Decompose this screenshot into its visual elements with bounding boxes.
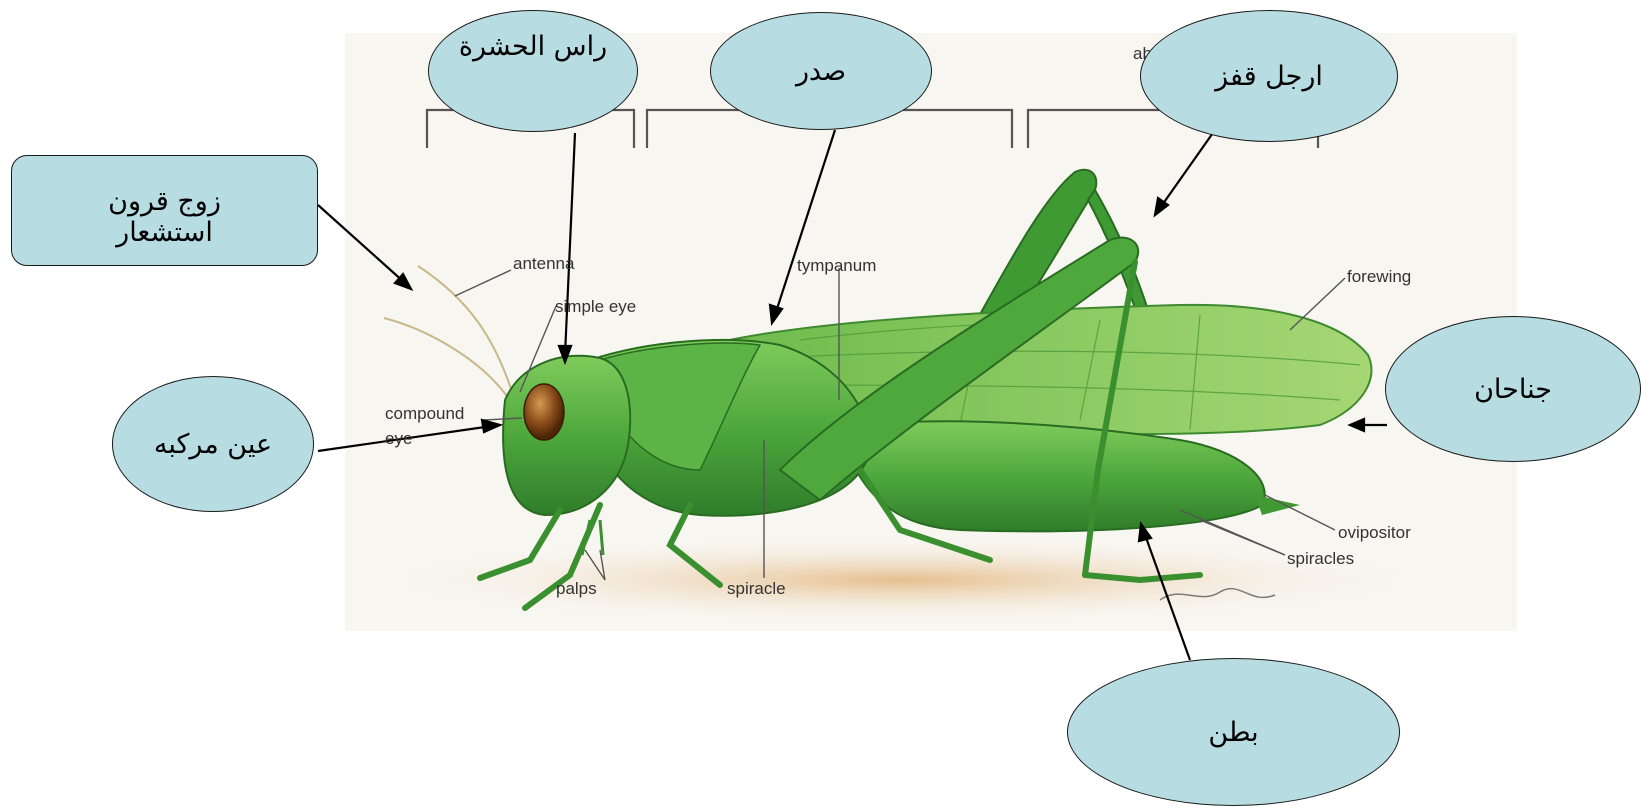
callout-thorax: صدر (710, 12, 932, 130)
label-palps: palps (556, 580, 597, 597)
ovipositor-shape (1255, 495, 1300, 515)
label-simple-eye: simple eye (555, 298, 636, 315)
arrow-head-section (565, 133, 575, 355)
callout-compound-eye-text: عين مركبه (154, 429, 272, 460)
arrow-thorax (775, 130, 835, 315)
arrow-antennae (318, 205, 405, 283)
label-ovipositor: ovipositor (1338, 524, 1411, 541)
label-compound: compound (385, 405, 464, 422)
callout-head: راس الحشرة (428, 10, 638, 132)
label-forewing: forewing (1347, 268, 1411, 285)
callout-wings-text: جناحان (1474, 374, 1552, 405)
callout-wings: جناحان (1385, 316, 1641, 462)
callout-jump-legs: ارجل قفز (1140, 10, 1398, 142)
callout-antennae: زوج قرون استشعار (11, 155, 318, 266)
callout-compound-eye: عين مركبه (112, 376, 314, 512)
label-compound-eye: eye (385, 430, 412, 447)
compound-eye-shape (524, 384, 564, 440)
callout-antennae-line2: استشعار (108, 217, 221, 248)
callout-antennae-line1: زوج قرون (108, 186, 221, 217)
callout-jump-legs-text: ارجل قفز (1215, 61, 1323, 92)
label-spiracles: spiracles (1287, 550, 1354, 567)
arrow-jump-legs (1160, 130, 1215, 208)
callout-abdomen-text: بطن (1208, 717, 1258, 748)
label-spiracle: spiracle (727, 580, 786, 597)
head (503, 356, 630, 515)
label-tympanum: tympanum (797, 257, 876, 274)
abdomen (840, 421, 1265, 531)
callout-abdomen: بطن (1067, 658, 1400, 806)
callout-head-text: راس الحشرة (459, 31, 607, 62)
callout-antennae-text: زوج قرون استشعار (108, 186, 221, 248)
callout-thorax-text: صدر (796, 56, 846, 87)
label-antenna: antenna (513, 255, 574, 272)
